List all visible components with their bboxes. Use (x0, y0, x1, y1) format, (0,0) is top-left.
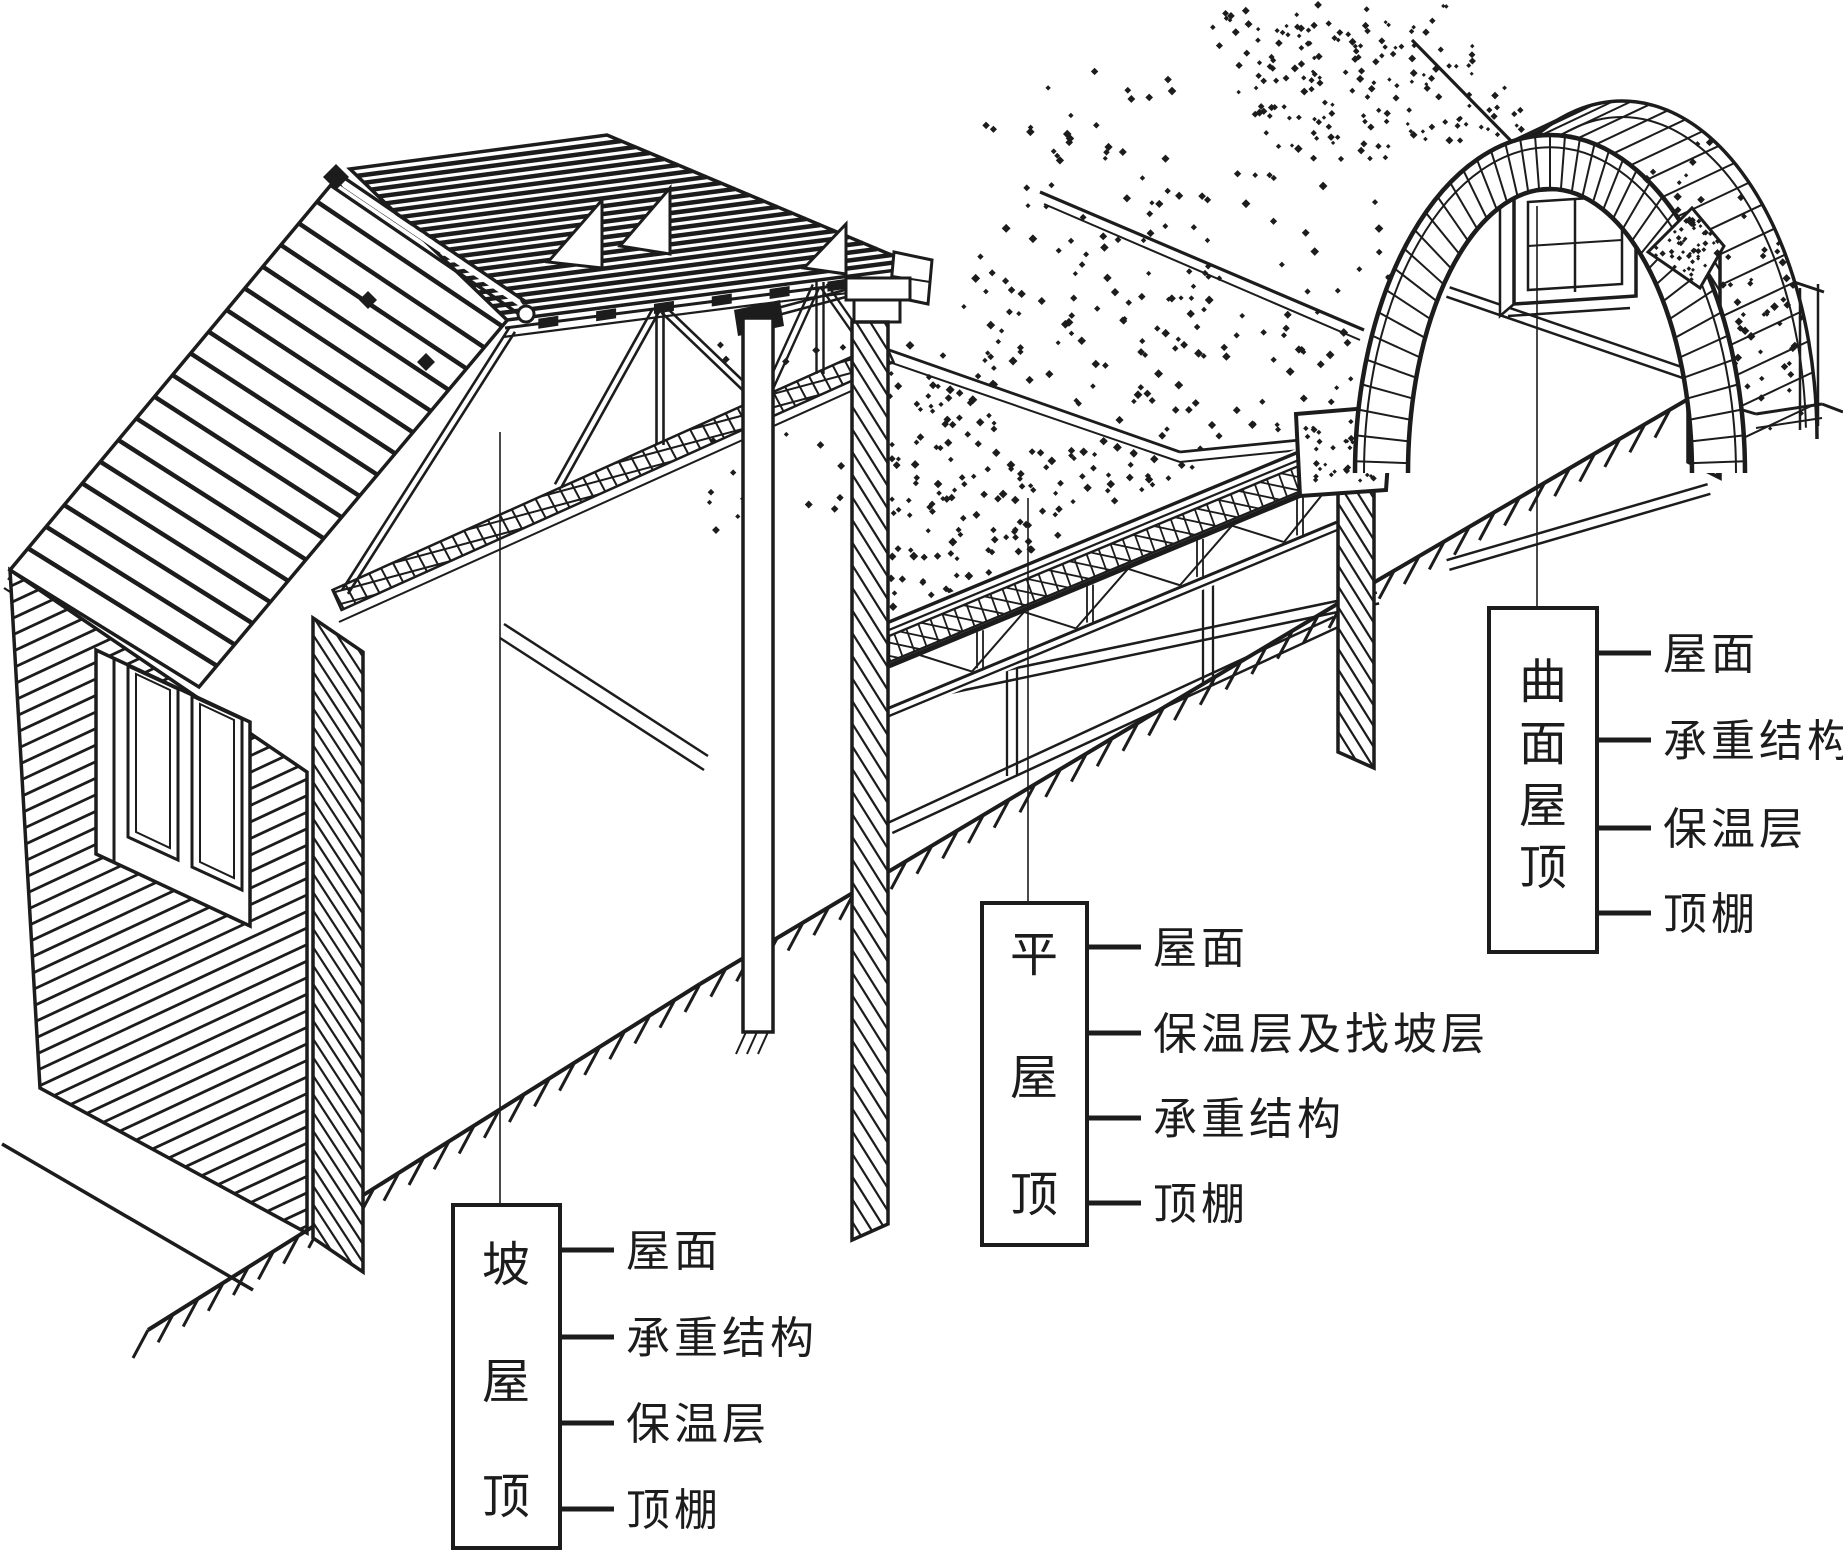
legend-title-char: 屋 (1010, 1050, 1058, 1106)
layer-label: 保温层 (626, 1399, 770, 1450)
layer-label: 顶棚 (1153, 1179, 1249, 1230)
legend-title-char: 屋 (1519, 778, 1567, 834)
layer-label: 承重结构 (1153, 1094, 1345, 1145)
legend-title-char: 曲 (1519, 654, 1567, 710)
legend-title-char: 坡 (482, 1237, 530, 1293)
gravel-dots-field (706, 60, 1394, 611)
layer-label: 保温层及找坡层 (1153, 1009, 1489, 1060)
legend-title-char: 顶 (1010, 1167, 1058, 1223)
layer-label: 顶棚 (626, 1485, 722, 1536)
leader-lines (499, 206, 1538, 1203)
layer-label: 承重结构 (1663, 716, 1843, 767)
legend-title-char: 屋 (482, 1354, 530, 1410)
legend-box-frame (451, 1203, 562, 1550)
legend-box-pitched-roof: 坡 屋 顶 屋面 承重结构 保温层 顶棚 (451, 1203, 818, 1550)
layer-label: 屋面 (1663, 629, 1759, 680)
legend-box-flat-roof: 平 屋 顶 屋面 保温层及找坡层 承重结构 顶棚 (980, 901, 1489, 1247)
legend-box-frame (980, 901, 1089, 1247)
layer-label: 保温层 (1663, 804, 1807, 855)
legend-box-frame (1487, 606, 1599, 954)
layer-label: 顶棚 (1663, 889, 1759, 940)
layer-label: 承重结构 (626, 1313, 818, 1364)
layer-label: 屋面 (1153, 923, 1249, 974)
ground-section-line (131, 393, 1697, 1359)
legend-title-char: 平 (1010, 927, 1058, 983)
legend-title-char: 顶 (1519, 840, 1567, 896)
legend-box-curved-roof: 曲 面 屋 顶 屋面 承重结构 保温层 顶棚 (1487, 606, 1843, 954)
legend-title-char: 面 (1519, 716, 1567, 772)
legend-title-char: 顶 (482, 1469, 530, 1525)
layer-label: 屋面 (626, 1226, 722, 1277)
